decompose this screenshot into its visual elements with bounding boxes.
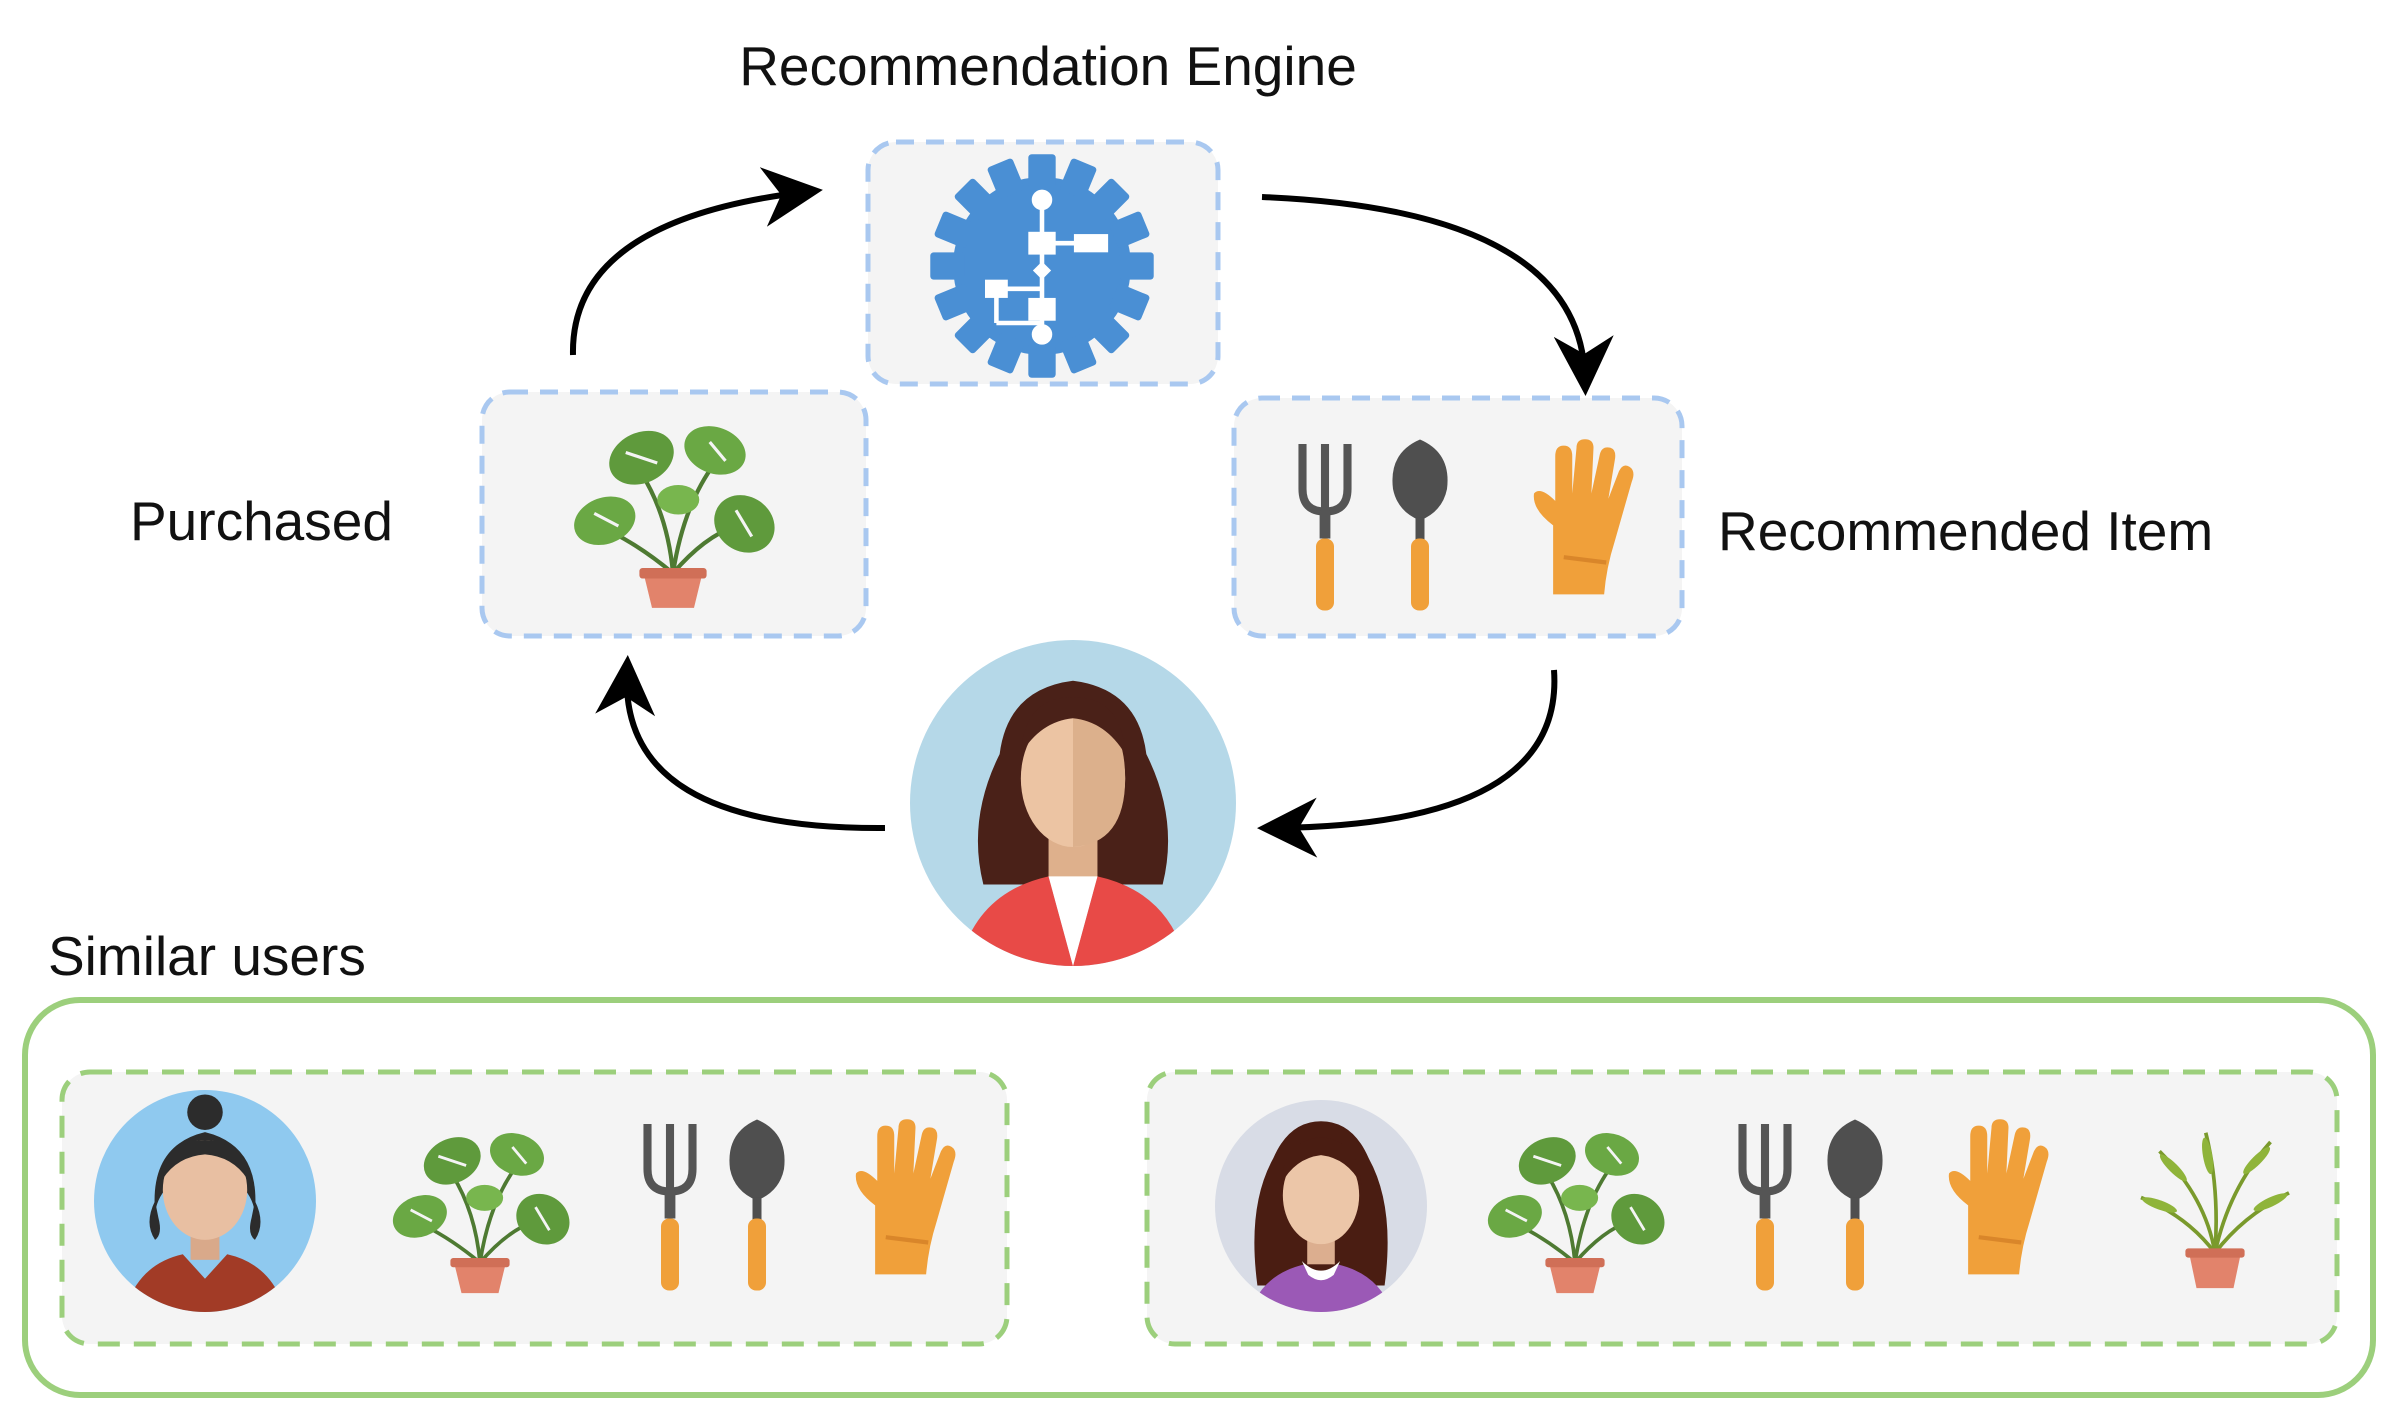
arrow-engine-to-recommended <box>1261 194 1614 396</box>
recommended-node <box>1231 395 1685 639</box>
engine-node <box>865 139 1221 387</box>
similar-user-card <box>59 1069 1010 1347</box>
similar-users-label: Similar users <box>48 925 366 987</box>
arrow-user-to-purchased <box>595 655 886 832</box>
engine-label: Recommendation Engine <box>739 35 1357 97</box>
arrow-recommended-to-user <box>1257 669 1558 858</box>
similar-users-group <box>22 997 2376 1398</box>
arrow-purchased-to-engine <box>569 167 823 356</box>
purchased-node <box>479 389 869 639</box>
purchased-label: Purchased <box>130 490 393 552</box>
recommended-label: Recommended Item <box>1718 500 2213 562</box>
similar-user-card <box>1144 1069 2340 1347</box>
woman-avatar-icon <box>910 640 1236 966</box>
gear-flowchart-icon <box>930 154 1153 377</box>
flow-arrows <box>569 167 1614 858</box>
